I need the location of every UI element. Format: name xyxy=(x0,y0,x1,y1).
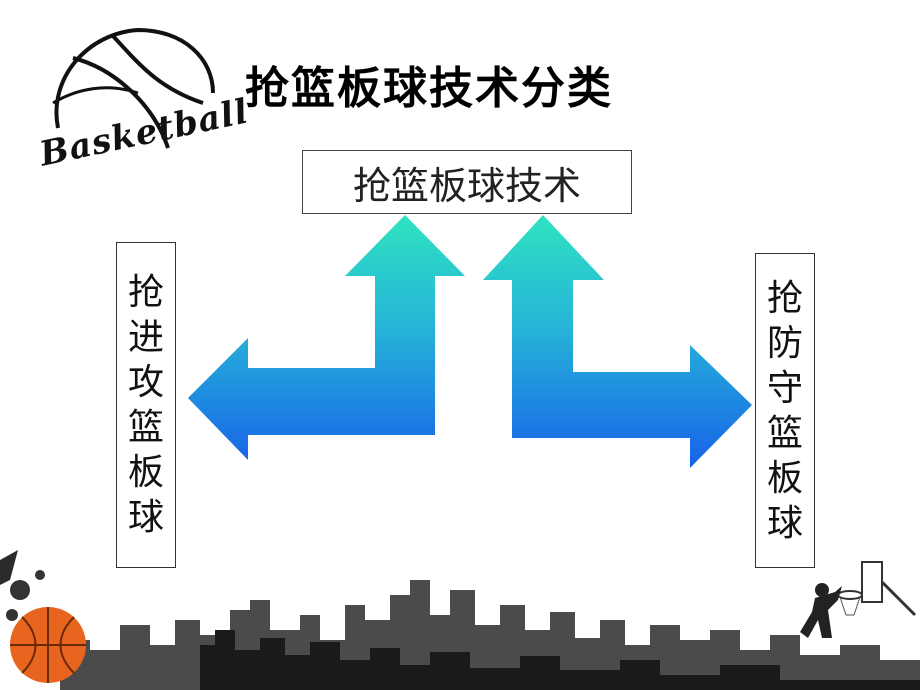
right-arrow xyxy=(483,215,752,468)
left-node-char: 进 xyxy=(127,317,164,358)
left-node: 抢 进 攻 篮 板 球 xyxy=(116,242,176,568)
player-dunk-icon xyxy=(800,583,842,638)
page-title: 抢篮板球技术分类 xyxy=(245,63,613,114)
right-node-char: 守 xyxy=(766,367,803,409)
right-node-char: 板 xyxy=(766,457,803,499)
basketball-icon xyxy=(10,607,86,683)
center-node: 抢篮板球技术 xyxy=(302,150,632,214)
left-node-char: 抢 xyxy=(127,272,164,313)
left-node-char: 球 xyxy=(127,497,164,538)
right-node: 抢 防 守 篮 板 球 xyxy=(755,253,815,568)
basketball-logo: Basketball xyxy=(18,18,252,193)
right-node-char: 篮 xyxy=(766,412,803,454)
right-node-char: 球 xyxy=(766,502,803,544)
left-node-char: 板 xyxy=(127,452,164,493)
left-node-char: 篮 xyxy=(127,407,164,448)
right-node-char: 抢 xyxy=(766,277,803,319)
center-node-label: 抢篮板球技术 xyxy=(352,163,581,208)
left-arrow xyxy=(188,215,465,460)
basketball-hoop-icon xyxy=(837,561,917,617)
right-node-char: 防 xyxy=(766,322,803,364)
basketball-logo-icon xyxy=(52,27,215,149)
city-skyline-icon xyxy=(0,550,920,690)
left-node-char: 攻 xyxy=(127,362,164,403)
